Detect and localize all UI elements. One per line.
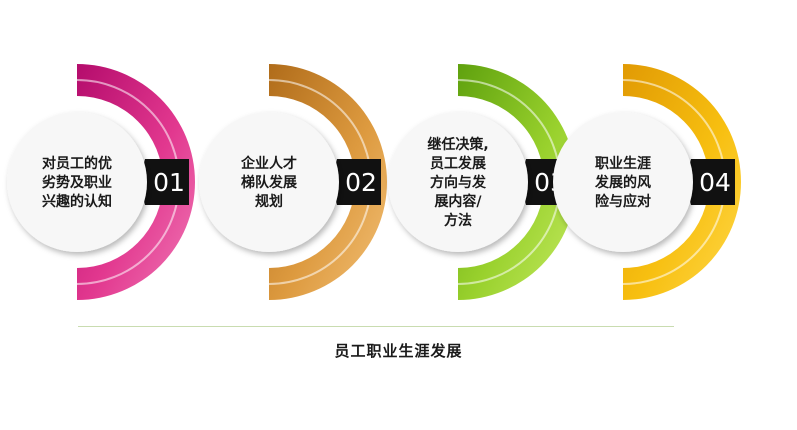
step-text-line: 规划 (255, 193, 283, 210)
number-badge (139, 159, 189, 205)
step-text-line: 职业生涯 (595, 155, 651, 172)
divider-line (78, 326, 674, 327)
step-text-line: 发展的风 (594, 174, 651, 191)
diagram-caption: 员工职业生涯发展 (334, 342, 463, 360)
step-text-line: 方法 (444, 212, 472, 229)
step-text-line: 梯队发展 (241, 174, 297, 191)
step-text-line: 方向与发 (430, 174, 487, 191)
semicircle-ring (269, 64, 387, 300)
step-text-line: 继任决策, (427, 136, 488, 153)
step-number: 02 (345, 168, 377, 197)
step-number: 04 (699, 168, 731, 197)
content-circle (7, 112, 147, 252)
semicircle-ring (458, 64, 576, 300)
number-badge (331, 159, 381, 205)
step-text-line: 对员工的优 (42, 155, 112, 172)
semicircle-ring (77, 64, 195, 300)
content-circle (553, 112, 693, 252)
step-text-line: 险与应对 (595, 193, 651, 210)
semicircle-ring (623, 64, 741, 300)
content-circle (199, 112, 339, 252)
step-text-line: 劣势及职业 (42, 174, 112, 191)
step-text-line: 企业人才 (240, 155, 297, 172)
content-circle (388, 112, 528, 252)
step-text-line: 展内容/ (434, 193, 482, 210)
step-text-line: 兴趣的认知 (42, 193, 112, 210)
step-text-line: 员工发展 (430, 155, 486, 172)
number-badge (685, 159, 735, 205)
step-number: 01 (153, 168, 185, 197)
